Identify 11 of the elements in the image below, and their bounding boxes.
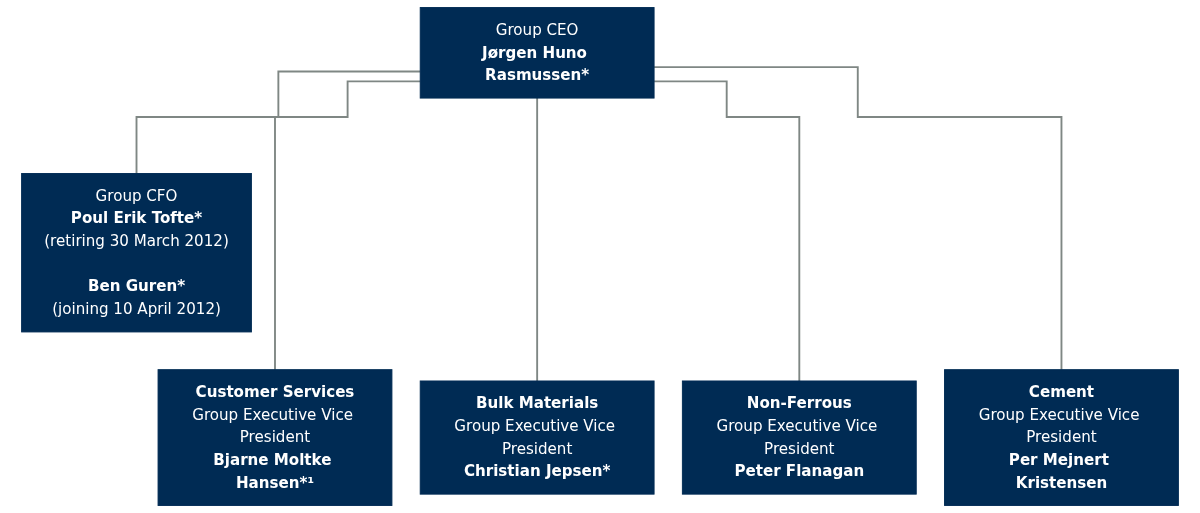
connector (274, 80, 422, 371)
node-box: Group CEO Jørgen Huno Rasmussen* (419, 7, 655, 99)
connector (653, 66, 1063, 371)
connector (653, 80, 801, 382)
node-box: Bulk Materials Group Executive Vice President Christian Jepsen* (419, 380, 655, 495)
connector (135, 70, 422, 175)
connector (536, 97, 539, 382)
node-box: Non-Ferrous Group Executive Vice President Peter Flanagan (681, 380, 917, 495)
node-box: Customer Services Group Executive Vice President Bjarne Moltke Hansen*¹ (157, 369, 393, 506)
node-box: Group CFO Poul Erik Tofte* (retiring 30 March 2012) Ben Guren* (joining 10 April 2012) (21, 173, 252, 333)
node-box: Cement Group Executive Vice President Per Mejnert Kristensen (944, 369, 1179, 506)
